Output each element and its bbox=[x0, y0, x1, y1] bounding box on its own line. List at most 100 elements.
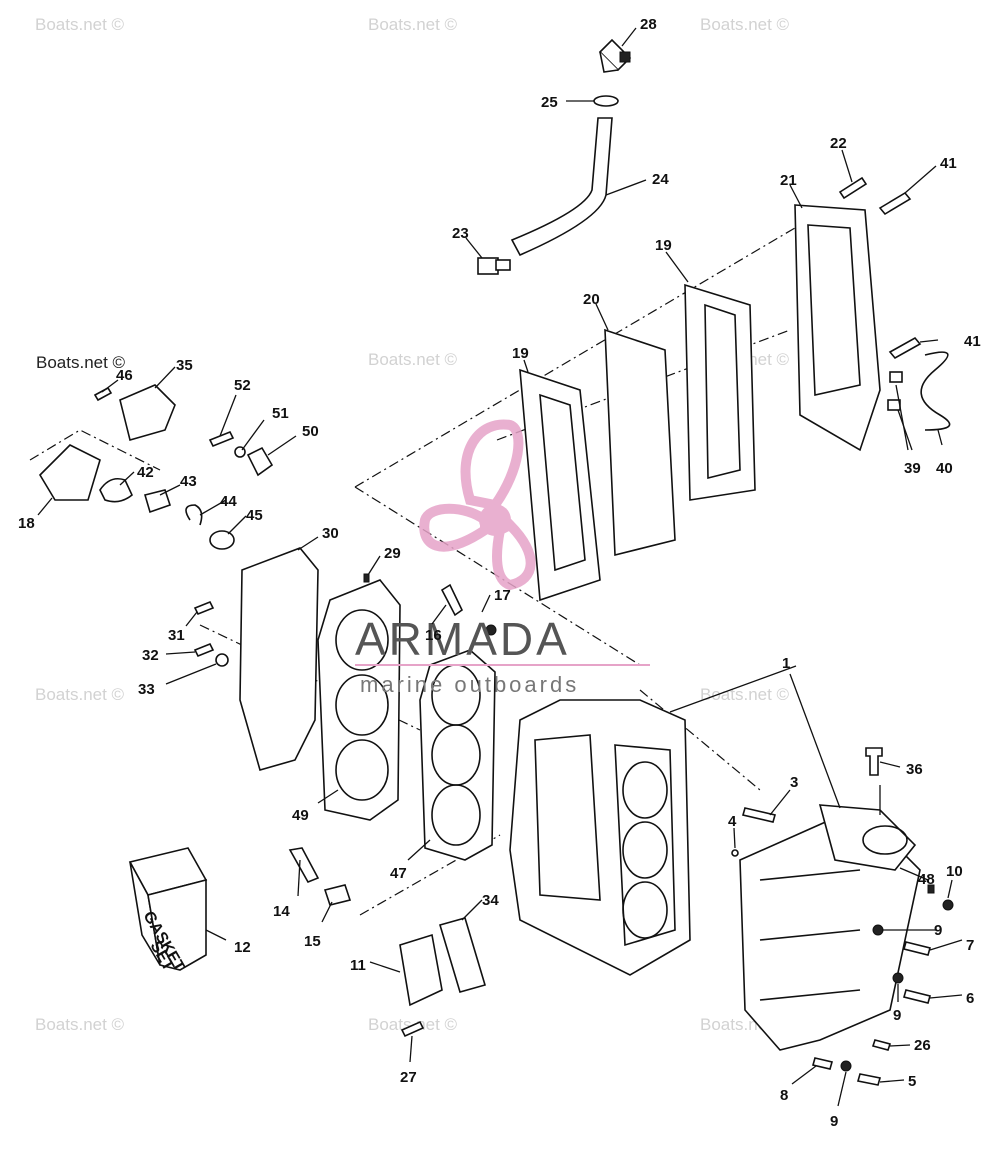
propeller-icon bbox=[419, 419, 536, 591]
watermark-text: Boats.net © bbox=[35, 1015, 125, 1034]
watermark-text: Boats.net © bbox=[368, 15, 458, 34]
part-21-exhaust-cover bbox=[794, 204, 881, 452]
part-14-screw bbox=[288, 847, 320, 884]
part-44-snap-ring bbox=[185, 504, 203, 526]
watermark-text: Boats.net © bbox=[700, 685, 790, 704]
callout-26: 26 bbox=[914, 1037, 931, 1054]
part-40-spring-clip bbox=[920, 351, 951, 431]
callout-20: 20 bbox=[583, 291, 600, 308]
part-31-bolt bbox=[193, 600, 215, 616]
callout-32: 32 bbox=[142, 647, 159, 664]
part-43-thermostat bbox=[143, 489, 172, 514]
part-21-inner bbox=[807, 224, 861, 396]
callout-36: 36 bbox=[906, 761, 923, 778]
callout-19-left: 19 bbox=[512, 345, 529, 362]
callout-6: 6 bbox=[966, 990, 974, 1007]
callout-5: 5 bbox=[908, 1073, 916, 1090]
part-1-bearing-cap bbox=[818, 804, 917, 871]
part-25-clamp bbox=[593, 95, 619, 107]
part-9-washer bbox=[872, 924, 884, 936]
part-47-head-gasket bbox=[419, 649, 496, 861]
part-46-screw bbox=[93, 386, 113, 402]
watermark-text: Boats.net © bbox=[700, 15, 790, 34]
part-1-cylinder-block bbox=[509, 699, 691, 976]
callout-11: 11 bbox=[350, 957, 366, 974]
part-45-grommet bbox=[209, 530, 235, 550]
part-35-cover bbox=[119, 384, 176, 441]
part-34-gasket bbox=[439, 917, 486, 993]
callout-8: 8 bbox=[780, 1087, 788, 1104]
part-15-plug bbox=[323, 884, 352, 906]
callout-12: 12 bbox=[234, 939, 251, 956]
callout-47: 47 bbox=[390, 865, 407, 882]
callout-50: 50 bbox=[302, 423, 319, 440]
part-11-reed-block bbox=[399, 933, 443, 1007]
callout-41-side: 41 bbox=[964, 333, 981, 350]
part-9-washer bbox=[892, 972, 904, 984]
part-52-bolt bbox=[208, 430, 235, 448]
part-19-gasket-right bbox=[684, 283, 756, 501]
part-9-washer bbox=[840, 1060, 852, 1072]
part-22-bolt bbox=[838, 176, 868, 200]
part-30-cover bbox=[239, 547, 319, 771]
callout-40: 40 bbox=[936, 460, 953, 477]
callout-9-middle: 9 bbox=[893, 1007, 901, 1024]
watermark-text-dark: Boats.net © bbox=[36, 353, 126, 372]
part-41-bolt-side bbox=[888, 336, 922, 360]
callout-39: 39 bbox=[904, 460, 921, 477]
callout-34: 34 bbox=[482, 892, 499, 909]
callout-labels: 28 25 24 23 22 41 21 19 20 19 41 39 40 4… bbox=[18, 16, 981, 1130]
part-41-bolt-top bbox=[878, 191, 912, 216]
callout-27: 27 bbox=[400, 1069, 417, 1086]
callout-21: 21 bbox=[780, 172, 797, 189]
callout-52: 52 bbox=[234, 377, 251, 394]
part-6-bolt bbox=[903, 989, 931, 1004]
part-20-plate bbox=[604, 328, 676, 557]
part-3-stud bbox=[741, 807, 777, 823]
part-42-spring bbox=[99, 477, 133, 503]
callout-9-upper: 9 bbox=[934, 922, 942, 939]
callout-42: 42 bbox=[137, 464, 154, 481]
callout-30: 30 bbox=[322, 525, 339, 542]
part-50-fitting bbox=[246, 446, 274, 477]
armada-logo: ARMADA marine outboards bbox=[355, 419, 650, 697]
part-28-elbow bbox=[598, 38, 632, 73]
part-33-washer bbox=[215, 653, 229, 667]
brand-name: ARMADA bbox=[355, 613, 570, 665]
callout-7: 7 bbox=[966, 937, 974, 954]
callout-17: 17 bbox=[494, 587, 511, 604]
callout-16: 16 bbox=[425, 627, 442, 644]
part-39-clip bbox=[887, 399, 901, 411]
brand-tagline: marine outboards bbox=[360, 672, 579, 697]
callout-33: 33 bbox=[138, 681, 155, 698]
callout-45: 45 bbox=[246, 507, 263, 524]
part-8-bolt bbox=[812, 1057, 833, 1070]
watermark-text: Boats.net © bbox=[35, 685, 125, 704]
part-36-bolt bbox=[865, 747, 883, 776]
callout-14: 14 bbox=[273, 903, 290, 920]
callout-19-right: 19 bbox=[655, 237, 672, 254]
part-23-fitting bbox=[477, 257, 511, 275]
callout-23: 23 bbox=[452, 225, 469, 242]
part-12-gasket-set-box: GASKET SET bbox=[128, 847, 208, 975]
part-19-gasket-left bbox=[519, 368, 601, 602]
part-7-bolt bbox=[903, 941, 931, 956]
part-19-opening bbox=[704, 303, 741, 480]
watermark-text: Boats.net © bbox=[368, 350, 458, 369]
callout-31: 31 bbox=[168, 627, 185, 644]
callout-25: 25 bbox=[541, 94, 558, 111]
callout-15: 15 bbox=[304, 933, 321, 950]
part-27-screw bbox=[400, 1020, 425, 1038]
part-24-hose bbox=[510, 117, 613, 257]
callout-24: 24 bbox=[652, 171, 669, 188]
callout-1: 1 bbox=[782, 655, 790, 672]
part-32-bolt bbox=[193, 642, 215, 658]
part-49-gasket bbox=[317, 579, 401, 821]
callout-43: 43 bbox=[180, 473, 197, 490]
part-39-clip bbox=[889, 371, 903, 383]
callout-44: 44 bbox=[220, 493, 237, 510]
callout-22: 22 bbox=[830, 135, 847, 152]
callout-46: 46 bbox=[116, 367, 133, 384]
